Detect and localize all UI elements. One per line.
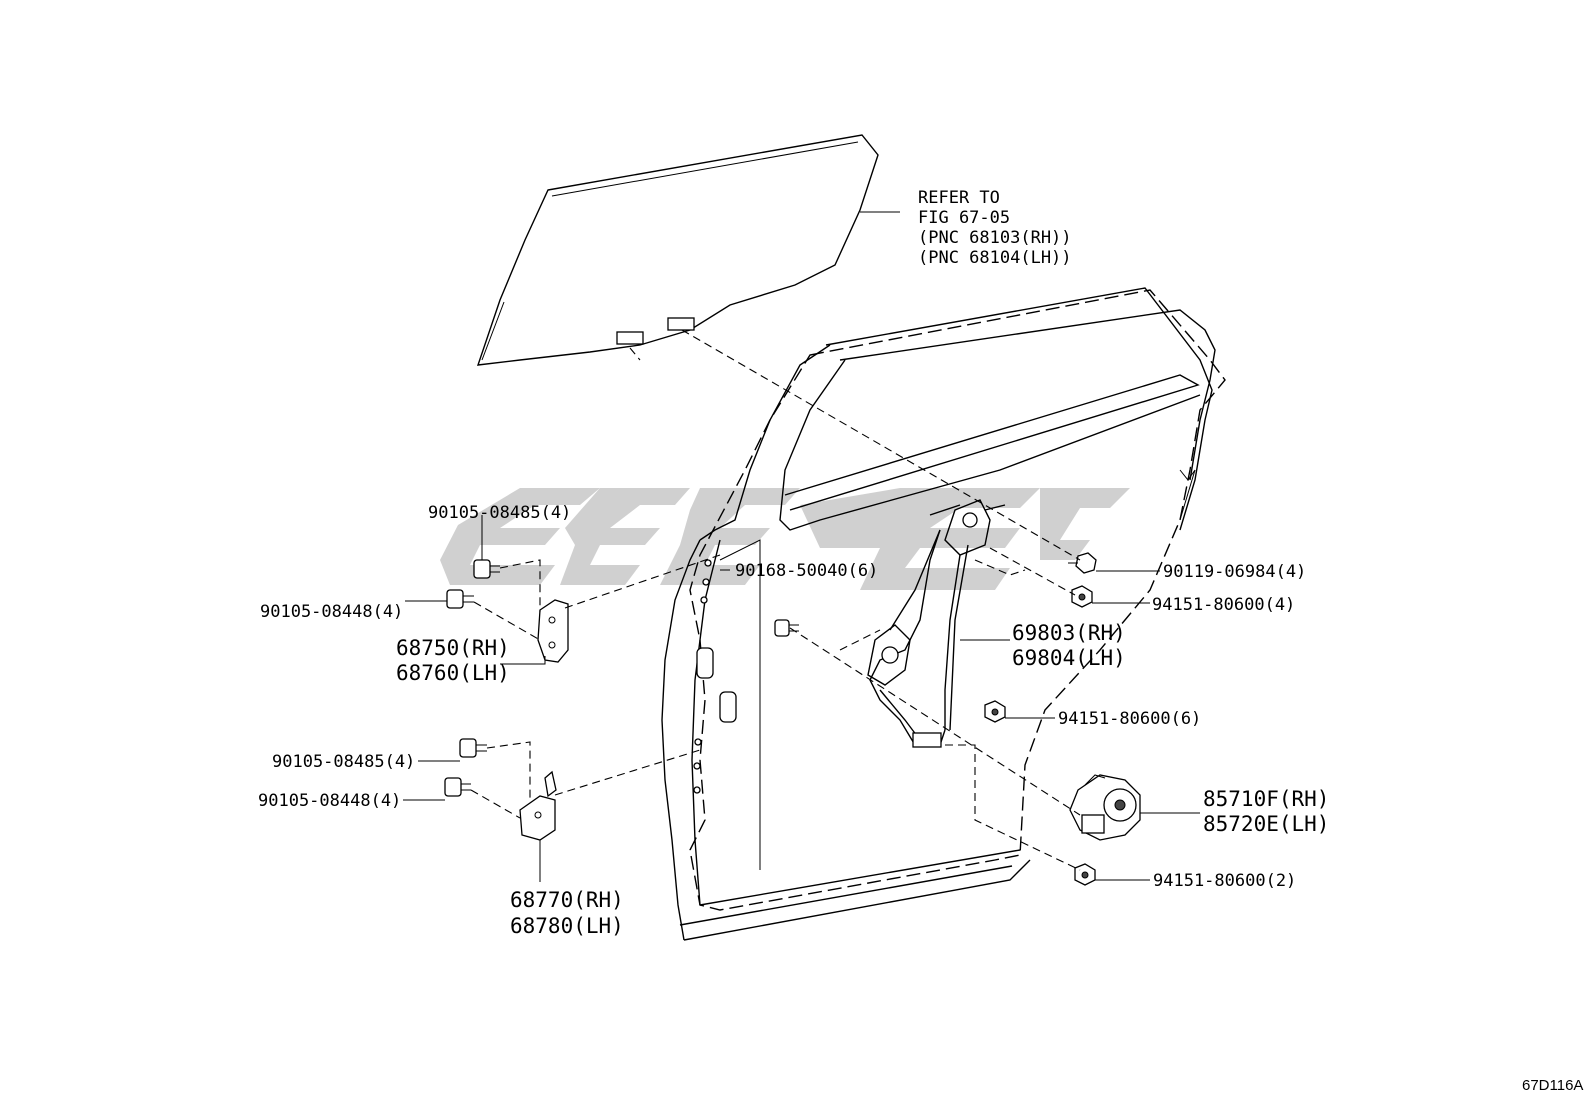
bolt-lower-bottom-icon [444,777,471,797]
regulator-bolt-icon [774,619,799,637]
reference-note: REFER TO FIG 67-05 (PNC 68103(RH)) (PNC … [918,188,1072,268]
figure-id: 67D116A [1522,1077,1583,1094]
door-glass [476,134,900,366]
bolt-upper-bottom-icon [446,589,474,609]
lower-hinge [519,770,557,841]
label-motor-rh[interactable]: 85710F(RH) [1203,787,1329,811]
label-nut-middle[interactable]: 94151-80600(6) [1058,709,1201,729]
door-panel [661,287,1226,941]
glass-bolt-icon [1068,552,1097,574]
label-bolt-upper-hinge-top[interactable]: 90105-08485(4) [428,503,571,523]
label-nut-bottom[interactable]: 94151-80600(2) [1153,871,1296,891]
label-bolt-lower-hinge-bottom[interactable]: 90105-08448(4) [258,791,401,811]
label-upper-hinge-lh[interactable]: 68760(LH) [396,661,510,685]
nut-bottom-icon [1074,863,1096,886]
upper-hinge [537,599,569,663]
label-motor-lh[interactable]: 85720E(LH) [1203,812,1329,836]
reference-line-1: REFER TO [918,188,1000,208]
label-upper-hinge-rh[interactable]: 68750(RH) [396,636,510,660]
reference-line-4: (PNC 68104(LH)) [918,248,1072,268]
label-lower-hinge-rh[interactable]: 68770(RH) [510,888,624,912]
nut-middle-icon [984,700,1006,723]
label-regulator-lh[interactable]: 69804(LH) [1012,646,1126,670]
bolt-lower-top-icon [459,738,487,758]
watermark-logo [440,488,1130,590]
regulator-motor [1069,774,1141,841]
label-glass-bolt[interactable]: 90119-06984(4) [1163,562,1306,582]
reference-line-3: (PNC 68103(RH)) [918,228,1072,248]
label-bolt-upper-hinge-bottom[interactable]: 90105-08448(4) [260,602,403,622]
label-regulator-rh[interactable]: 69803(RH) [1012,621,1126,645]
nut-top-icon [1071,585,1093,608]
label-bolt-lower-hinge-top[interactable]: 90105-08485(4) [272,752,415,772]
leader-lines [403,515,1200,882]
label-nut-top[interactable]: 94151-80600(4) [1152,595,1295,615]
assembly-guide-lines [470,329,1081,871]
label-regulator-bolt[interactable]: 90168-50040(6) [735,561,878,581]
reference-line-2: FIG 67-05 [918,208,1010,228]
label-lower-hinge-lh[interactable]: 68780(LH) [510,914,624,938]
